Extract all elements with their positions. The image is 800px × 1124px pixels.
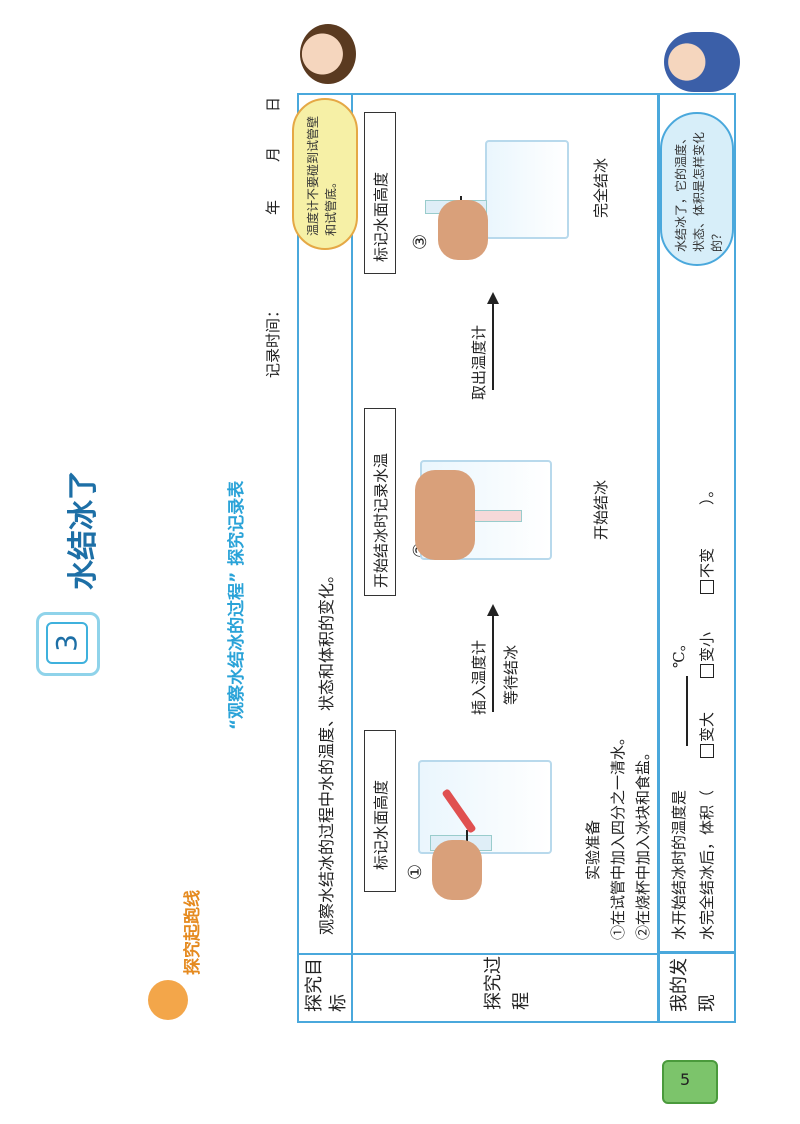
prep-item1: ①在试管中加入四分之一清水。 <box>609 729 627 940</box>
step2-hand <box>415 470 475 560</box>
finding-cell-border <box>657 93 736 1023</box>
step3-callout: 标记水面高度 <box>372 171 390 262</box>
opt-smaller-label: 变小 <box>698 631 716 662</box>
arrow2-top: 取出温度计 <box>470 324 488 400</box>
day-label: 日 <box>264 96 282 112</box>
goal-label: 探究目标 <box>304 958 349 1012</box>
finding1-text: 水开始结冰时的温度是 <box>670 789 688 940</box>
record-title: “观察水结冰的过程” 探究记录表 <box>227 480 247 730</box>
lesson-number-badge: 3 <box>36 612 100 676</box>
finding2-suffix: ）。 <box>698 482 716 505</box>
opt-same-label: 不变 <box>698 547 716 578</box>
boy-tip-bubble <box>660 112 734 266</box>
header-col-divider <box>299 953 351 955</box>
prep-title: 实验准备 <box>584 819 602 880</box>
arrow1-top: 插入温度计 <box>470 639 488 715</box>
goal-text: 观察水结冰的过程中水的温度、状态和体积的变化。 <box>317 566 336 935</box>
boy-avatar <box>664 32 740 92</box>
process-label: 探究过程 <box>483 956 532 1010</box>
finding-row-divider <box>657 93 660 1023</box>
step2-callout-box <box>364 408 396 596</box>
step3-hand <box>438 200 488 260</box>
month-label: 月 <box>264 146 282 162</box>
opt-bigger-label: 变大 <box>698 711 716 742</box>
year-label: 年 <box>264 199 282 215</box>
finding-label-divider <box>659 951 734 954</box>
step3-num: ③ <box>410 233 431 250</box>
row-divider-goal <box>351 95 353 1021</box>
girl-tip-text: 温度计不要碰到试管壁和试管底。 <box>306 115 338 236</box>
prep-item2: ②在烧杯中加入冰块和食盐。 <box>634 744 652 940</box>
step3-caption: 完全结冰 <box>592 157 610 218</box>
arrow1-bottom: 等待结冰 <box>502 644 520 705</box>
checkbox-smaller[interactable] <box>700 664 714 678</box>
finding-label: 我的发现 <box>669 958 718 1012</box>
step3-callout-box <box>364 112 396 274</box>
page-tag <box>662 1060 718 1104</box>
arrow1-line <box>492 612 494 712</box>
temperature-blank[interactable] <box>686 676 688 746</box>
step2-caption: 开始结冰 <box>592 479 610 540</box>
finding2-prefix: 水完全结冰后，体积（ <box>698 789 716 940</box>
arrow1-head <box>487 604 499 616</box>
record-time-label: 记录时间： <box>264 302 282 378</box>
step2-callout: 开始结冰时记录水温 <box>372 452 390 588</box>
page-number: 5 <box>680 1070 691 1089</box>
label-col-divider <box>351 953 659 955</box>
section-label: 探究起跑线 <box>183 890 203 975</box>
arrow2-head <box>487 292 499 304</box>
step1-callout-box <box>364 730 396 892</box>
arrow2-line <box>492 300 494 390</box>
step1-hand <box>432 840 482 900</box>
girl-tip-bubble <box>292 98 358 250</box>
lesson-title: 水结冰了 <box>66 470 101 590</box>
checkbox-same[interactable] <box>700 580 714 594</box>
checkbox-bigger[interactable] <box>700 744 714 758</box>
lesson-number: 3 <box>46 622 88 664</box>
finding1-unit: ℃。 <box>670 636 688 668</box>
step1-callout: 标记水面高度 <box>372 779 390 870</box>
section-icon <box>148 980 188 1020</box>
boy-tip-text: 水结冰了，它的温度、状态、体积是怎样变化的？ <box>674 131 724 252</box>
girl-avatar <box>300 24 356 84</box>
step1-num: ① <box>405 863 426 880</box>
step3-beaker <box>485 140 569 239</box>
